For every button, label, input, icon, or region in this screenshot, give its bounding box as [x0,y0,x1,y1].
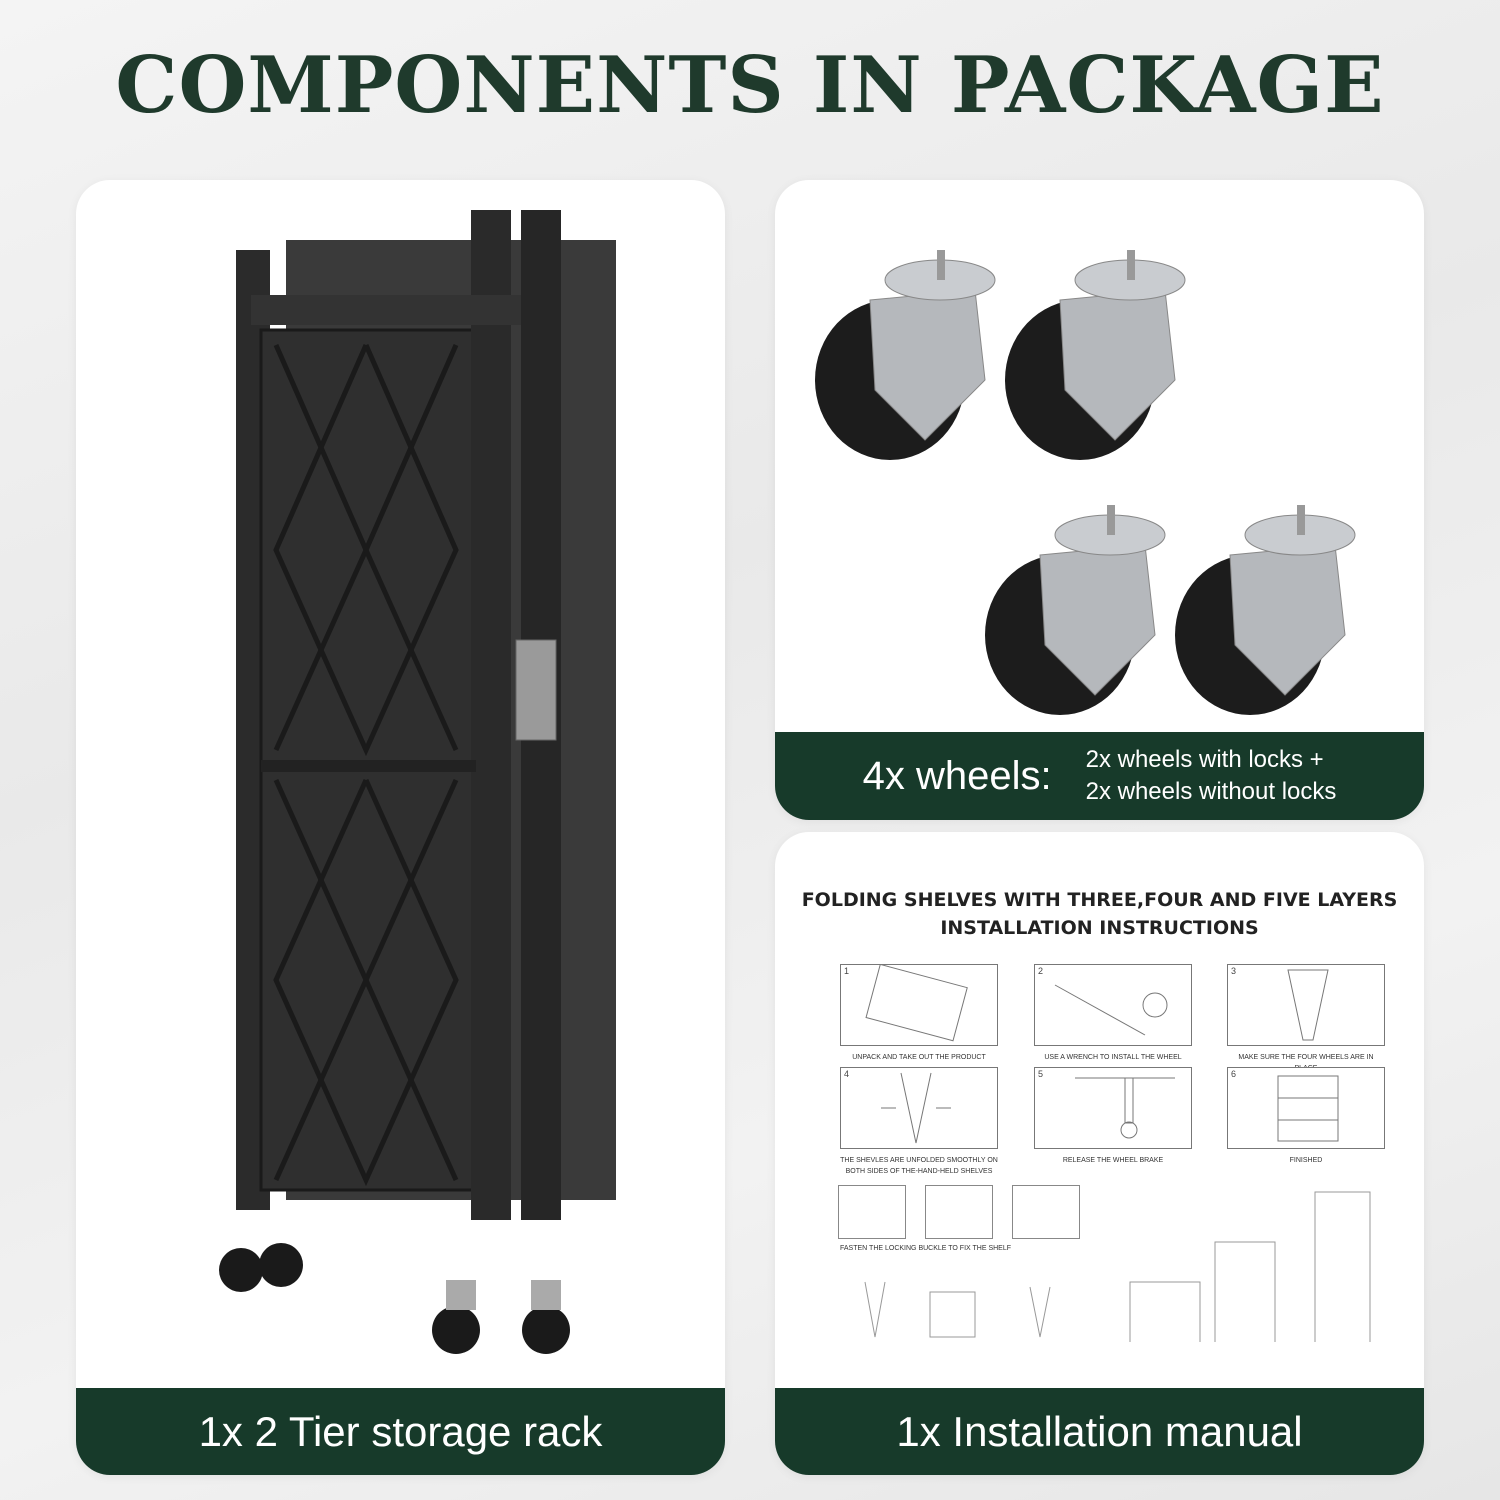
caster-wheel-4-icon [1175,505,1356,715]
rack-illustration [219,210,616,1354]
rack-card: 1x 2 Tier storage rack [76,180,725,1475]
manual-step: 5 RELEASE THE WHEEL BRAKE [1034,1067,1192,1166]
step-caption: UNPACK AND TAKE OUT THE PRODUCT [852,1054,986,1061]
manual-step: 3 MAKE SURE THE FOUR WHEELS ARE IN PLACE [1227,964,1385,1074]
manual-title-line1: FOLDING SHELVES WITH THREE,FOUR AND FIVE… [801,889,1398,911]
caster-wheel-3-icon [985,505,1166,715]
caster-wheel-1-icon [815,250,996,460]
wheels-detail: 2x wheels with locks + 2x wheels without… [1086,744,1337,808]
wheels-illustration [815,250,1356,715]
caster-wheel-2-icon [1005,250,1186,460]
manual-step: 1 UNPACK AND TAKE OUT THE PRODUCT [840,964,998,1063]
manual-label-bar: 1x Installation manual [775,1388,1424,1475]
wheels-label-bar: 4x wheels: 2x wheels with locks + 2x whe… [775,732,1424,820]
step-caption: RELEASE THE WHEEL BRAKE [1062,1157,1164,1164]
manual-card: FOLDING SHELVES WITH THREE,FOUR AND FIVE… [775,832,1424,1475]
rack-label-bar: 1x 2 Tier storage rack [76,1388,725,1475]
step-caption: THE SHEVLES ARE UNFOLDED SMOOTHLY ON BOT… [840,1157,998,1175]
wheels-card: 4x wheels: 2x wheels with locks + 2x whe… [775,180,1424,820]
buckle-caption: FASTEN THE LOCKING BUCKLE TO FIX THE SHE… [840,1245,1012,1252]
buckle-diagram-1 [838,1185,906,1239]
manual-step: 6 FINISHED [1227,1067,1385,1166]
wheels-count-label: 4x wheels: [862,753,1052,798]
step-caption: FINISHED [1289,1157,1323,1164]
step-caption: USE A WRENCH TO INSTALL THE WHEEL [1044,1054,1182,1061]
buckle-diagram-2 [925,1185,993,1239]
manual-title-line2: INSTALLATION INSTRUCTIONS [940,917,1259,939]
wheels-detail-line2: 2x wheels without locks [1085,778,1337,805]
shelf-variants-illustration [864,1191,1371,1342]
page-title: COMPONENTS IN PACKAGE [115,40,1385,131]
buckle-diagram-3 [1012,1185,1080,1239]
manual-step: 4 THE SHEVLES ARE UNFOLDED SMOOTHLY ON B… [840,1067,998,1175]
manual-title: FOLDING SHELVES WITH THREE,FOUR AND FIVE… [775,886,1424,942]
wheels-detail-line1: 2x wheels with locks + [1085,746,1324,773]
manual-step: 2 USE A WRENCH TO INSTALL THE WHEEL [1034,964,1192,1063]
